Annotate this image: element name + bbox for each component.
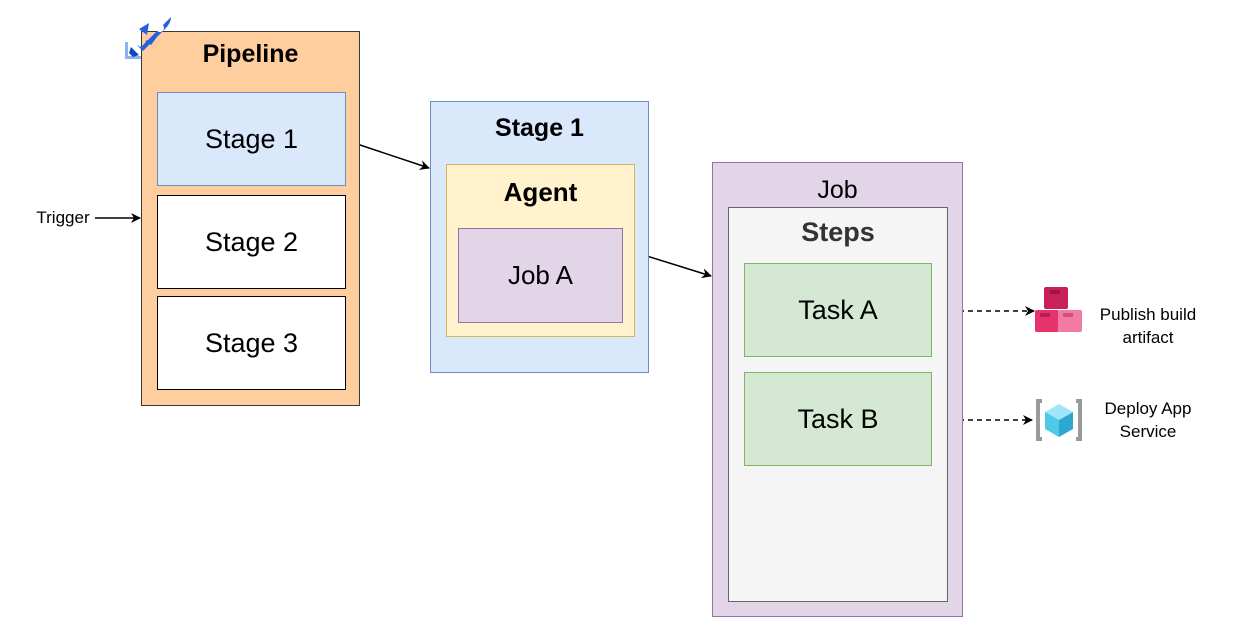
deploy-app-service-line1: Deploy App bbox=[1104, 399, 1192, 418]
artifact-boxes-icon bbox=[1035, 287, 1082, 332]
task-b-box: Task B bbox=[744, 372, 932, 466]
job-a-box: Job A bbox=[458, 228, 623, 323]
pipeline-title: Pipeline bbox=[202, 40, 299, 68]
pipeline-stage-1: Stage 1 bbox=[157, 92, 346, 186]
publish-artifact-line1: Publish build bbox=[1099, 305, 1197, 324]
job-title: Job bbox=[817, 176, 858, 204]
steps-container: Steps Task A Task B bbox=[728, 207, 948, 602]
deploy-app-service-line2: Service bbox=[1119, 422, 1177, 441]
app-service-cube-icon bbox=[1036, 399, 1082, 441]
steps-title: Steps bbox=[801, 217, 875, 247]
pipeline-container: Pipeline Stage 1 Stage 2 Stage 3 bbox=[141, 31, 360, 406]
pipeline-stage-2: Stage 2 bbox=[157, 195, 346, 289]
task-a-box: Task A bbox=[744, 263, 932, 357]
pipeline-stage-3: Stage 3 bbox=[157, 296, 346, 390]
stage-1-detail: Stage 1 Agent Job A bbox=[430, 101, 649, 373]
publish-artifact-line2: artifact bbox=[1122, 328, 1174, 347]
agent-title: Agent bbox=[503, 177, 578, 207]
stage-detail-title: Stage 1 bbox=[495, 114, 584, 142]
trigger-label: Trigger bbox=[36, 208, 90, 227]
azure-pipelines-rocket-icon bbox=[125, 17, 171, 59]
agent-container: Agent Job A bbox=[446, 164, 635, 337]
publish-artifact-label: Publish build artifact bbox=[1086, 303, 1210, 349]
job-container: Job Steps Task A Task B bbox=[712, 162, 963, 617]
deploy-app-service-label: Deploy App Service bbox=[1092, 397, 1204, 443]
